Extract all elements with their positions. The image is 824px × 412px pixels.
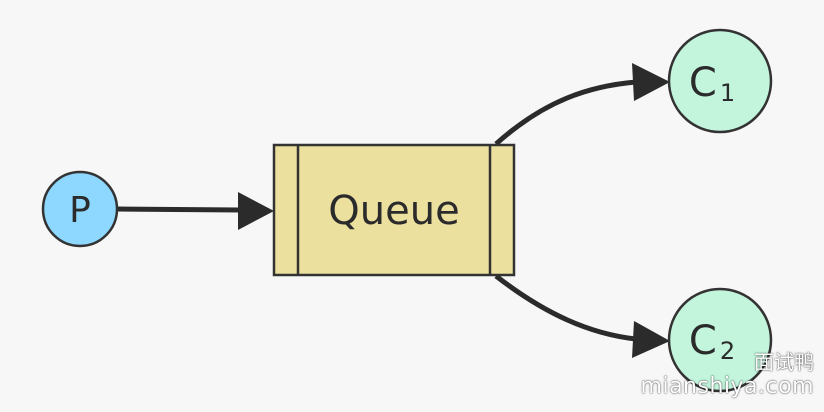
arrowhead-consumer2 (632, 321, 670, 358)
producer-node: P (41, 170, 119, 248)
consumer2-letter: C (689, 318, 717, 364)
consumer1-letter: C (689, 60, 717, 106)
edges (117, 63, 670, 358)
arrowhead-queue (238, 192, 274, 230)
watermark-name: 面试鸭 (754, 350, 814, 374)
consumer2-subscript: 2 (720, 337, 735, 365)
arrowhead-consumer1 (632, 63, 670, 101)
queue-node: Queue (272, 143, 516, 277)
edge-queue-to-consumer2 (494, 274, 637, 342)
watermark-url: mianshiya.com (640, 374, 814, 399)
producer-label: P (69, 190, 91, 231)
queue-label: Queue (328, 188, 459, 234)
edge-producer-to-queue (117, 206, 241, 213)
edge-queue-to-consumer1 (494, 79, 637, 146)
consumer1-subscript: 1 (720, 79, 735, 107)
